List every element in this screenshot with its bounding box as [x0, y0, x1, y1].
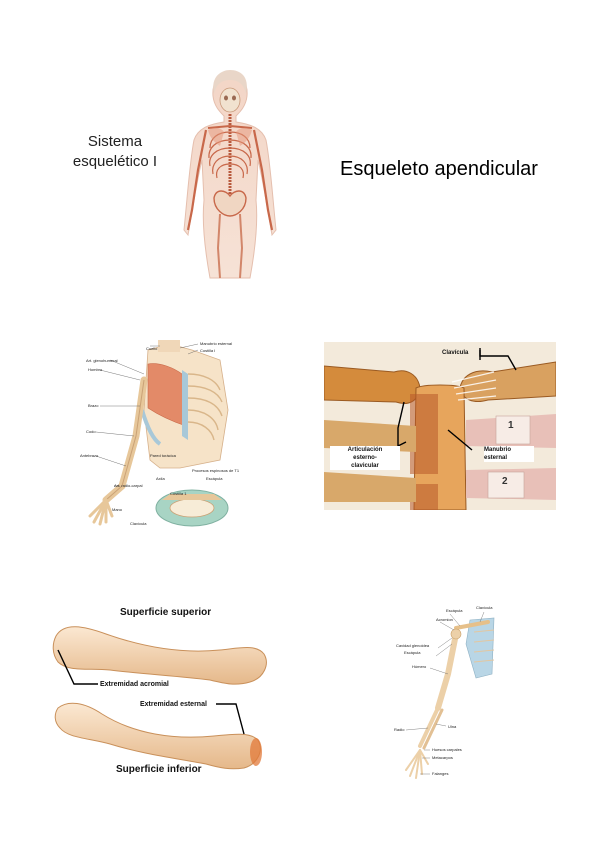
skeleton-figure — [183, 70, 277, 279]
label-hombro: Hombro — [88, 367, 103, 372]
label-articulacion-line2: esterno- — [353, 455, 377, 461]
label-procesos-espinosos: Procesos espinosos de T1 — [192, 468, 240, 473]
subtitle-line: esquelético I — [72, 153, 158, 170]
label-superficie-inferior: Superficie inferior — [116, 764, 202, 775]
label-manubrio-line2: esternal — [484, 455, 508, 461]
label-clavicula: Clavícula — [130, 521, 147, 526]
page-subtitle: Sistema esquelético I — [60, 132, 170, 172]
label-articulacion-line1: Articulación — [347, 447, 383, 453]
label-escapula: Escápula — [404, 650, 421, 655]
label-rib-2: 2 — [502, 476, 508, 487]
label-art-glenohumeral: Art. glenohumeral — [86, 358, 118, 363]
label-rib-1: 1 — [508, 420, 514, 431]
label-metacarpos: Metacarpos — [432, 755, 453, 760]
label-codo: Codo — [86, 429, 96, 434]
label-clavicula: Clavícula — [476, 605, 493, 610]
label-antebrazo: Antebrazo — [80, 453, 99, 458]
label-humero: Húmero — [412, 664, 427, 669]
label-mano: Mano — [112, 507, 123, 512]
label-falanges: Falanges — [432, 771, 449, 776]
label-superficie-superior: Superficie superior — [120, 607, 212, 618]
clavicle-figure: Superficie superior Extremidad acromial … — [50, 604, 280, 779]
label-art-radio-carpal: Art. radio-carpal — [114, 483, 143, 488]
label-ulna: Ulna — [448, 724, 457, 729]
label-radio: Radio — [394, 727, 405, 732]
sternoclavicular-figure: Clavícula Articulación esterno- clavicul… — [324, 342, 556, 510]
arm-skeleton-figure: Escápula Clavícula Acromion Cavidad glen… — [390, 604, 510, 794]
label-clavicula: Clavícula — [442, 350, 469, 356]
upper-limb-figure: Cuello Manubrio esternal Costilla I Art.… — [70, 340, 270, 540]
label-escapula-top: Escápula — [446, 608, 463, 613]
label-pared-toracica: Pared torácica — [150, 453, 176, 458]
label-costilla-1: Costilla 1 — [170, 491, 187, 496]
label-extremidad-esternal: Extremidad esternal — [140, 701, 207, 708]
label-articulacion-line3: clavicular — [351, 463, 379, 469]
label-manubrio-line1: Manubrio — [484, 447, 511, 453]
page-title: Esqueleto apendicular — [340, 158, 538, 180]
label-brazo: Brazo — [88, 403, 99, 408]
label-manubrio: Manubrio esternal — [200, 341, 233, 346]
subtitle-line: Sistema — [87, 133, 143, 150]
label-manubrio-esternal: Manubrio esternal — [484, 446, 534, 462]
label-cuello: Cuello — [146, 346, 158, 351]
label-huesos-carpales: Huesos carpales — [432, 747, 462, 752]
label-acromion: Acromion — [436, 617, 453, 622]
label-axila: Axila — [156, 476, 165, 481]
label-escapula: Escápula — [206, 476, 223, 481]
label-cavidad-glenoidea: Cavidad glenoidea — [396, 643, 430, 648]
label-articulacion: Articulación esterno- clavicular — [330, 446, 400, 470]
label-costilla-i: Costilla I — [200, 348, 216, 353]
label-extremidad-acromial: Extremidad acromial — [100, 681, 169, 688]
